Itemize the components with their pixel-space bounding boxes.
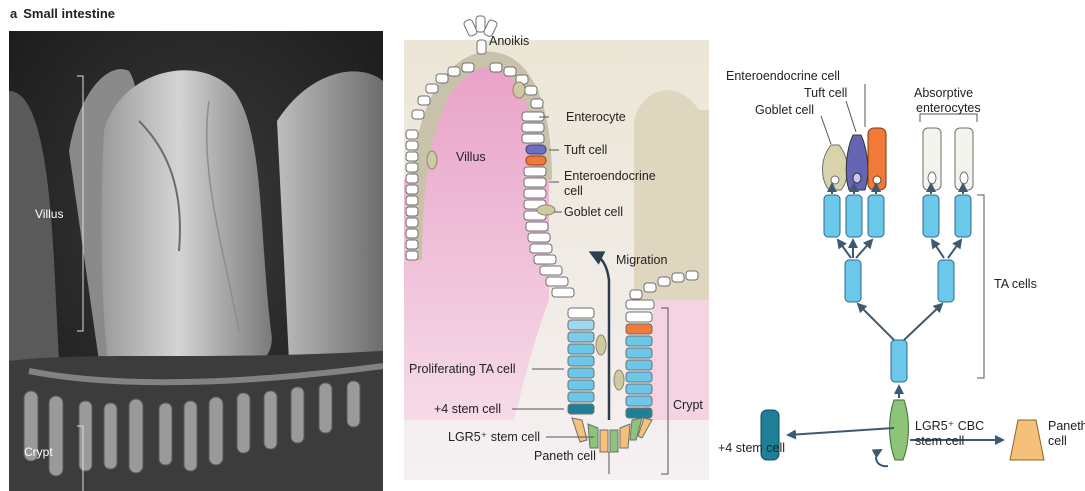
enteroendocrine-cell-icon bbox=[868, 128, 886, 190]
plus4-stem-cell-label: +4 stem cell bbox=[718, 441, 785, 455]
ta-cells-label: TA cells bbox=[994, 277, 1037, 291]
absorptive-enterocyte-icon-2 bbox=[955, 128, 973, 190]
tuft-cell-label: Tuft cell bbox=[564, 143, 607, 157]
cbc-label-line1: LGR5⁺ CBC bbox=[915, 419, 984, 433]
plus4-stem-label: +4 stem cell bbox=[434, 402, 501, 416]
absorptive-label-line2: enterocytes bbox=[916, 101, 981, 115]
self-renewal-arrow bbox=[876, 450, 888, 466]
ta-cells-top-row bbox=[824, 195, 971, 382]
lgr5-stem-label: LGR5⁺ stem cell bbox=[448, 430, 540, 444]
paneth-label-line2: cell bbox=[1048, 434, 1067, 448]
goblet-cell-icon bbox=[823, 145, 848, 190]
panel-title: a Small intestine bbox=[10, 6, 115, 21]
crypt-villus-schematic: Anoikis Villus Enterocyte Tuft cell Ente… bbox=[404, 0, 709, 491]
electron-micrograph: Villus Crypt bbox=[9, 31, 383, 491]
goblet-cell-label: Goblet cell bbox=[755, 103, 814, 117]
absorptive-enterocyte-icon-1 bbox=[923, 128, 941, 190]
crypt-label: Crypt bbox=[673, 398, 703, 412]
goblet-cell-label: Goblet cell bbox=[564, 205, 623, 219]
enteroendocrine-label-line1: Enteroendocrine bbox=[564, 169, 656, 183]
paneth-cell-label: Paneth cell bbox=[534, 449, 596, 463]
cbc-label-line2: stem cell bbox=[915, 434, 964, 448]
paneth-label-line1: Paneth bbox=[1048, 419, 1085, 433]
panel-letter: a bbox=[10, 6, 17, 21]
villus-label: Villus bbox=[35, 207, 63, 221]
villus-label: Villus bbox=[456, 150, 486, 164]
enteroendocrine-label-line2: cell bbox=[564, 184, 583, 198]
migration-label: Migration bbox=[616, 253, 667, 267]
proliferating-ta-label: Proliferating TA cell bbox=[409, 362, 516, 376]
cbc-stem-cell-icon bbox=[890, 400, 909, 460]
enterocyte-label: Enterocyte bbox=[566, 110, 626, 124]
panel-name: Small intestine bbox=[23, 6, 115, 21]
crypt-label: Crypt bbox=[24, 445, 53, 459]
tuft-cell-icon bbox=[846, 135, 868, 190]
tuft-cell-label: Tuft cell bbox=[804, 86, 847, 100]
absorptive-label-line1: Absorptive bbox=[914, 86, 973, 100]
paneth-cell-icon bbox=[1010, 420, 1044, 460]
lineage-diagram: Enteroendocrine cell Tuft cell Goblet ce… bbox=[718, 0, 1085, 491]
enteroendocrine-cell-label: Enteroendocrine cell bbox=[726, 69, 840, 83]
anoikis-label: Anoikis bbox=[489, 34, 529, 48]
